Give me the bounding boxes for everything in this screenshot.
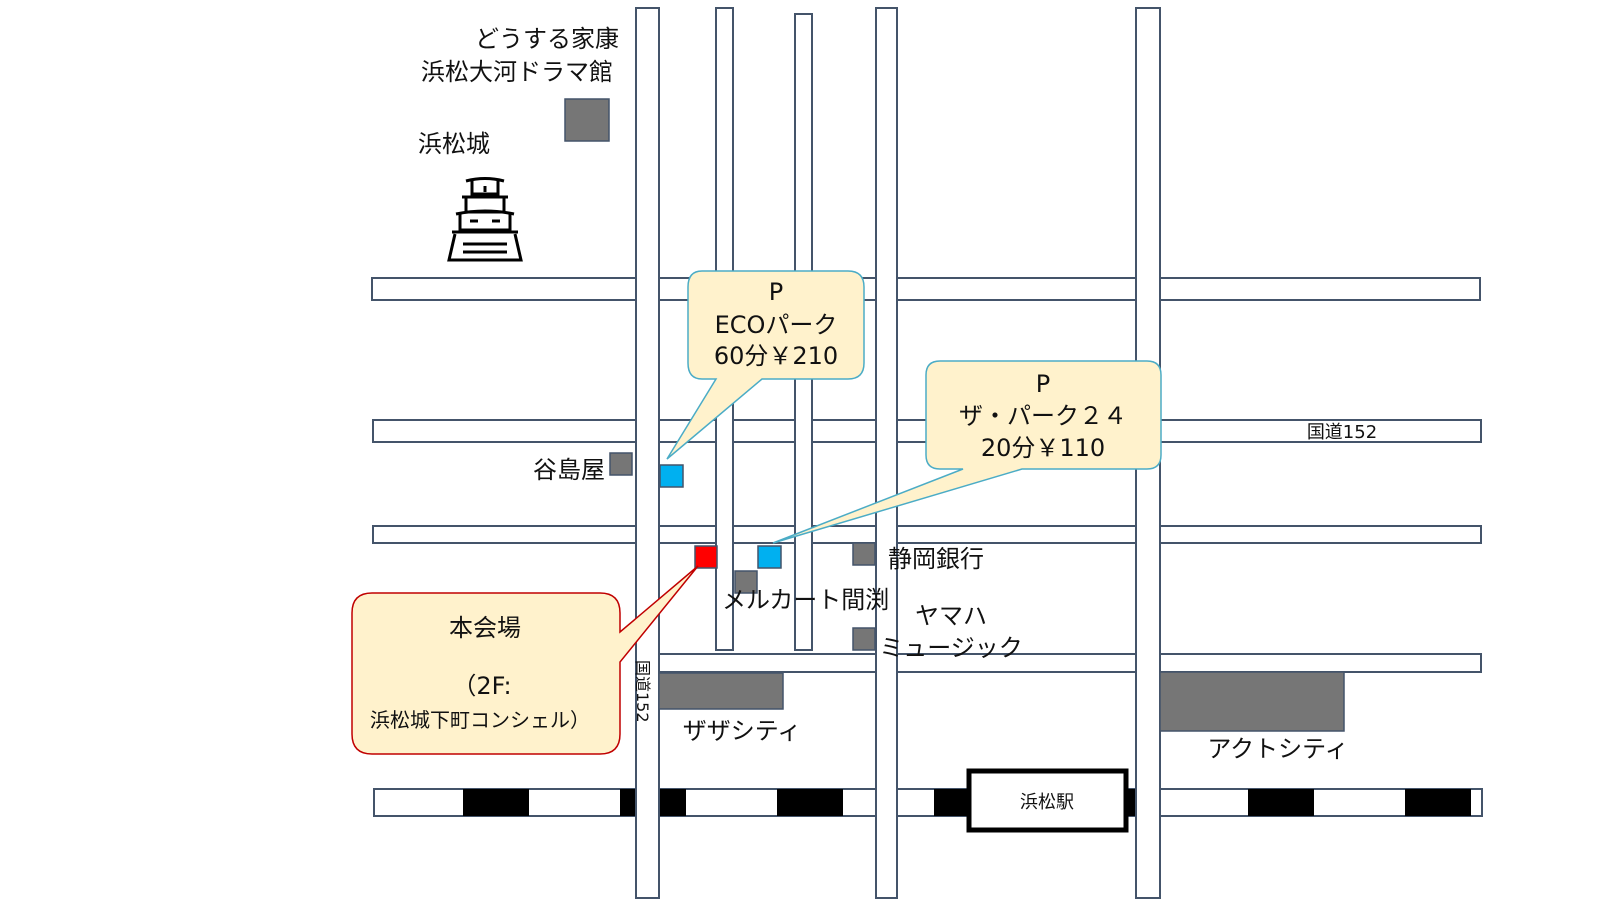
- tanishimaya-label: 谷島屋: [533, 456, 605, 484]
- station-label: 浜松駅: [1020, 792, 1074, 813]
- yamaha-label-line2: ミュージック: [879, 634, 1023, 662]
- mercart-label: メルカート間渕: [722, 586, 889, 614]
- road-horizontal-1: [371, 277, 1481, 301]
- road-horizontal-4: [654, 653, 1482, 673]
- building-drama-hall: [564, 98, 610, 142]
- park24-name: ザ・パーク２４: [959, 402, 1127, 430]
- road-vertical-route152: [635, 7, 660, 899]
- railway-dash: [463, 789, 529, 816]
- venue-floor: （2F:: [452, 672, 511, 700]
- park24-rate: 20分￥110: [981, 434, 1105, 462]
- drama-hall-label-line2: 浜松大河ドラマ館: [421, 58, 613, 86]
- station-box: [966, 768, 1129, 833]
- railway: [373, 788, 1483, 817]
- drama-hall-label-line1: どうする家康: [475, 25, 619, 53]
- parking-marker-park24[interactable]: [757, 545, 782, 569]
- road-vertical-4: [875, 7, 898, 899]
- building-shizuoka-bank: [852, 542, 876, 566]
- building-zazacity: [658, 672, 784, 710]
- buildings: [564, 98, 1345, 732]
- railway-track: [373, 788, 1483, 817]
- road-horizontal-3: [372, 525, 1482, 544]
- actcity-label: アクトシティ: [1207, 735, 1348, 763]
- castle-label: 浜松城: [418, 130, 490, 158]
- route152-vertical-label: 国道152: [633, 660, 652, 723]
- yamaha-label-line1: ヤマハ: [915, 602, 987, 630]
- venue-callout[interactable]: [351, 565, 699, 755]
- eco-park-callout[interactable]: [666, 270, 865, 460]
- venue-building: 浜松城下町コンシェル）: [370, 708, 590, 732]
- building-yamaha: [852, 627, 876, 651]
- building-tanishimaya: [609, 452, 633, 476]
- venue-marker[interactable]: [694, 545, 718, 569]
- eco-park-mark: P: [769, 278, 783, 306]
- eco-park-rate: 60分￥210: [714, 342, 838, 370]
- railway-dash: [777, 789, 843, 816]
- park24-callout[interactable]: [772, 360, 1162, 544]
- route152-horizontal-label: 国道152: [1307, 422, 1377, 443]
- eco-park-name: ECOパーク: [715, 311, 838, 339]
- parking-marker-eco[interactable]: [659, 464, 684, 488]
- venue-title: 本会場: [449, 614, 521, 642]
- zazacity-label: ザザシティ: [683, 717, 802, 745]
- railway-dash: [1405, 789, 1471, 816]
- railway-dash: [1248, 789, 1314, 816]
- shizuoka-bank-label: 静岡銀行: [888, 545, 984, 573]
- building-actcity: [1159, 671, 1345, 732]
- castle-icon: [447, 177, 523, 262]
- park24-mark: P: [1036, 370, 1050, 398]
- building-mercart: [734, 570, 758, 594]
